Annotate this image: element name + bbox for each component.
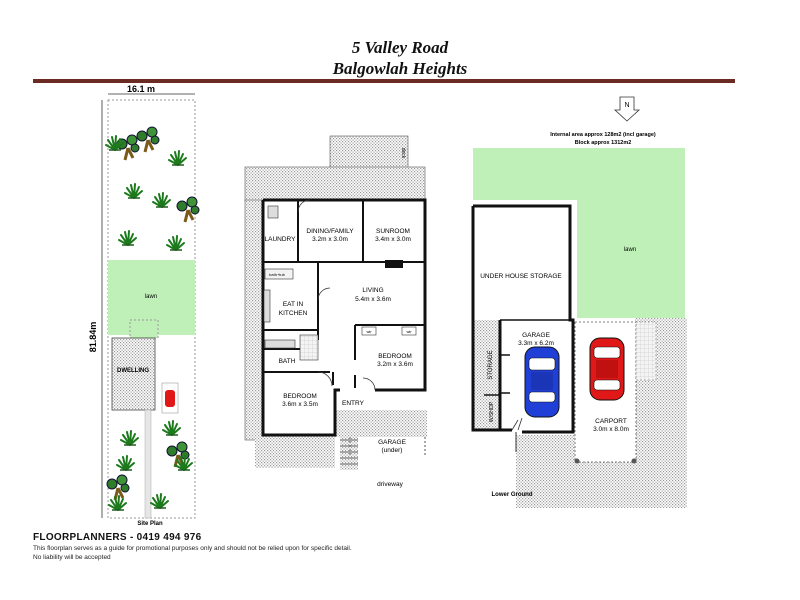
- site-width-label: 16.1 m: [127, 84, 155, 94]
- site-plan: 16.1 m 81.84m lawn DWELLING Site Plan: [88, 84, 201, 527]
- kitchen-label-2: KITCHEN: [279, 310, 308, 317]
- workshop-label: W/SHOP: [489, 401, 495, 422]
- lower-ground-plan: N Internal area approx 128m2 (incl garag…: [471, 96, 687, 508]
- deck-label: deck: [400, 148, 406, 159]
- entry-label: ENTRY: [342, 400, 365, 407]
- carport-label: CARPORT: [595, 418, 627, 425]
- kitchen-label-1: EAT IN: [283, 301, 304, 308]
- car-red-icon: [589, 337, 625, 401]
- car-blue-icon: [524, 346, 560, 418]
- site-depth-label: 81.84m: [88, 322, 98, 353]
- carport-size: 3.0m x 8.0m: [593, 426, 629, 433]
- garage-under-label-1: GARAGE: [378, 439, 406, 446]
- upper-floor-plan: deck LAUNDRY DINING/FAMILY 3.2m x 3.0m S…: [244, 135, 427, 488]
- lower-lawn-label: lawn: [624, 247, 636, 253]
- site-car-red: [165, 390, 175, 407]
- footer-disclaimer-2: No liability will be accepted: [33, 554, 111, 561]
- deck-area: [329, 135, 409, 171]
- storage-label: STORAGE: [488, 350, 494, 379]
- garage-size: 3.3m x 6.2m: [518, 340, 554, 347]
- north-arrow-icon: [613, 96, 641, 122]
- bath-label: BATH: [279, 358, 296, 365]
- living-label: LIVING: [362, 287, 383, 294]
- robe-2-label: wir: [406, 329, 412, 334]
- kitchen-bench: [263, 289, 271, 323]
- sunroom-size: 3.4m x 3.0m: [375, 236, 411, 243]
- north-label: N: [624, 102, 629, 109]
- footer-disclaimer-1: This floorplan serves as a guide for pro…: [33, 545, 352, 552]
- site-plan-caption: Site Plan: [137, 521, 163, 527]
- lower-lawn: [473, 148, 685, 318]
- title-line-1: 5 Valley Road: [351, 38, 449, 57]
- site-dwelling-label: DWELLING: [117, 368, 149, 374]
- site-lawn-label: lawn: [145, 294, 157, 300]
- toilet: [267, 205, 279, 219]
- bathtub-label: bath+tub: [269, 272, 285, 277]
- garage-label: GARAGE: [522, 332, 550, 339]
- dining-family-size: 3.2m x 3.0m: [312, 236, 348, 243]
- bedroom-small-label: BEDROOM: [378, 353, 412, 360]
- fireplace: [385, 260, 403, 268]
- title-line-2: Balgowlah Heights: [332, 59, 468, 78]
- robe-1-label: wir: [366, 329, 372, 334]
- site-driveway: [144, 409, 152, 519]
- shower: [299, 334, 319, 361]
- dining-family-label: DINING/FAMILY: [306, 228, 354, 235]
- header-rule: [33, 79, 735, 83]
- lower-ground-caption: Lower Ground: [492, 492, 533, 498]
- bedroom-large-size: 3.6m x 3.5m: [282, 401, 318, 408]
- under-house-storage-label: UNDER HOUSE STORAGE: [480, 273, 562, 280]
- internal-area-label: Internal area approx 128m2 (incl garage): [550, 132, 656, 138]
- sunroom-label: SUNROOM: [376, 228, 410, 235]
- bath-fixture: [264, 339, 296, 349]
- laundry-label: LAUNDRY: [265, 236, 297, 243]
- bedroom-large-label: BEDROOM: [283, 393, 317, 400]
- block-area-label: Block approx 1312m2: [575, 140, 632, 146]
- site-dwelling: [111, 337, 156, 411]
- living-size: 5.4m x 3.6m: [355, 296, 391, 303]
- driveway-label: driveway: [377, 481, 403, 488]
- garage-under-label-2: (under): [382, 447, 403, 454]
- bathtub-fixture: [264, 268, 294, 280]
- bedroom-small-size: 3.2m x 3.6m: [377, 361, 413, 368]
- footer-brand: FLOORPLANNERS - 0419 494 976: [33, 532, 202, 543]
